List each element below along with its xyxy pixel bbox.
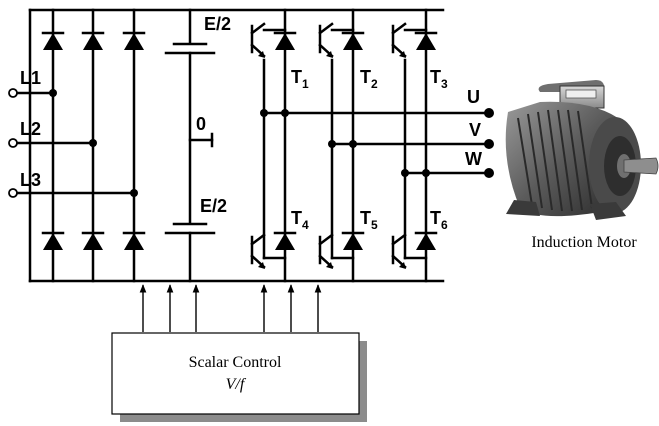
input-label-l1: L1: [20, 68, 41, 88]
output-terminal-w: [484, 168, 494, 178]
inverter-leg-u: T1 T4: [250, 8, 309, 283]
control-subtitle: V/f: [226, 376, 247, 393]
igbt-lower-v: [318, 233, 334, 269]
control-title: Scalar Control: [189, 354, 282, 371]
dc-link-capacitors: E/2 E/2 0: [164, 8, 231, 283]
input-terminal-l3: [8, 188, 18, 198]
output-terminal-u: [484, 108, 494, 118]
cooling-fins: [517, 109, 593, 212]
diode-upper-3: [124, 33, 144, 50]
ac-inputs: L1 L2 L3: [8, 68, 138, 198]
freewheel-diode-upper-w: [416, 33, 436, 50]
switch-label-t5: T5: [360, 208, 378, 232]
capacitor-top-label: E/2: [204, 14, 231, 34]
diode-upper-1: [43, 33, 63, 50]
rectifier-leg-1: [41, 8, 65, 283]
phase-label-u: U: [467, 87, 480, 107]
gate-signals: [139, 284, 322, 332]
motor-foot-right: [590, 202, 626, 220]
induction-motor: Induction Motor: [505, 80, 659, 251]
igbt-lower-w: [391, 233, 407, 269]
igbt-upper-v: [318, 22, 334, 58]
switch-label-t2: T2: [360, 67, 378, 91]
capacitor-bottom-label: E/2: [200, 196, 227, 216]
diode-lower-3: [124, 233, 144, 250]
motor-image: [505, 80, 659, 220]
diode-upper-2: [83, 33, 103, 50]
switch-label-t4: T4: [291, 208, 309, 232]
freewheel-diode-lower-v: [343, 233, 363, 250]
motor-shaft: [623, 157, 659, 175]
motor-label: Induction Motor: [531, 234, 637, 251]
dc-bus: [28, 8, 445, 283]
output-phases: U V W: [260, 87, 494, 178]
freewheel-diode-lower-u: [275, 233, 295, 250]
igbt-lower-u: [250, 233, 266, 269]
midpoint-label: 0: [196, 114, 206, 134]
diode-lower-2: [83, 233, 103, 250]
rectifier-leg-3: [122, 8, 146, 283]
scalar-control-block: Scalar Control V/f: [111, 332, 367, 422]
igbt-upper-w: [391, 22, 407, 58]
motor-foot-left: [506, 200, 540, 216]
input-terminal-l1: [8, 88, 18, 98]
nameplate: [565, 89, 597, 99]
input-label-l3: L3: [20, 170, 41, 190]
input-label-l2: L2: [20, 119, 41, 139]
input-terminal-l2: [8, 138, 18, 148]
inverter-leg-w: T3 T6: [391, 8, 448, 283]
switch-label-t6: T6: [430, 208, 448, 232]
switch-label-t3: T3: [430, 67, 448, 91]
control-box: [111, 332, 360, 415]
freewheel-diode-upper-v: [343, 33, 363, 50]
switch-label-t1: T1: [291, 67, 309, 91]
diode-lower-1: [43, 233, 63, 250]
igbt-upper-u: [250, 22, 266, 58]
freewheel-diode-upper-u: [275, 33, 295, 50]
output-terminal-v: [484, 139, 494, 149]
phase-label-w: W: [465, 149, 482, 169]
phase-label-v: V: [469, 120, 481, 140]
freewheel-diode-lower-w: [416, 233, 436, 250]
